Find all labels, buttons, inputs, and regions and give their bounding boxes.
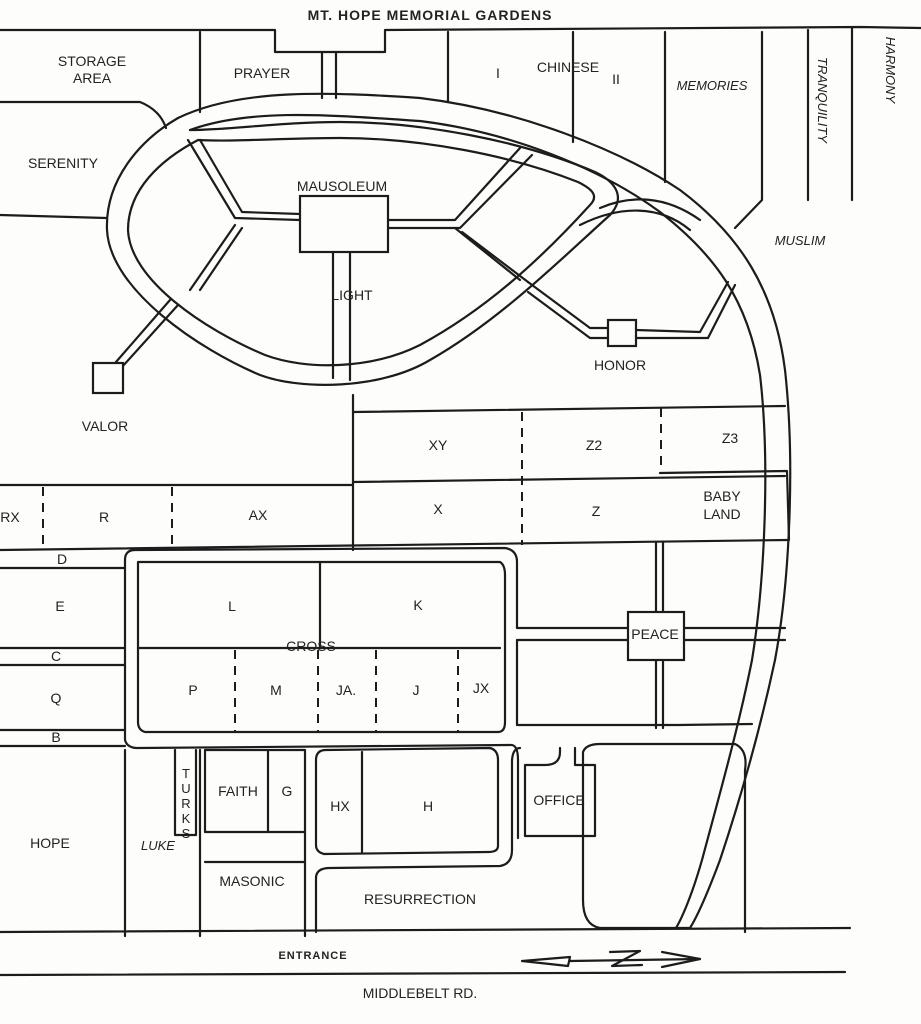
section-baby-land-line-1: BABY <box>703 488 741 504</box>
loop-road <box>105 92 792 930</box>
section-ja: JA. <box>336 682 356 698</box>
entrance-label: ENTRANCE <box>278 950 347 962</box>
map-title: MT. HOPE MEMORIAL GARDENS <box>308 7 553 23</box>
section-memories: MEMORIES <box>677 78 748 93</box>
section-b: B <box>51 729 60 745</box>
section-m: M <box>270 682 282 698</box>
section-c: C <box>51 648 61 664</box>
section-faith: FAITH <box>218 783 258 799</box>
section-office: OFFICE <box>533 792 584 808</box>
boundary-lines <box>0 25 921 977</box>
section-ax: AX <box>249 507 268 523</box>
section-peace: PEACE <box>631 626 678 642</box>
section-z3: Z3 <box>722 430 739 446</box>
section-j: J <box>413 682 420 698</box>
section-d: D <box>57 551 67 567</box>
section-turks: TURKS <box>179 766 194 841</box>
section-mausoleum: MAUSOLEUM <box>297 178 387 194</box>
section-masonic: MASONIC <box>219 873 284 889</box>
section-storage-area-line-1: STORAGE <box>58 53 126 69</box>
section-luke: LUKE <box>141 838 175 853</box>
section-e: E <box>55 598 64 614</box>
section-cross: CROSS <box>286 638 336 654</box>
section-k: K <box>413 597 423 613</box>
section-serenity: SERENITY <box>28 155 99 171</box>
section-rx: RX <box>0 509 20 525</box>
top-section-dividers <box>0 26 854 230</box>
honor-monument <box>606 318 638 348</box>
section-g: G <box>282 783 293 799</box>
section-light: LIGHT <box>331 287 373 303</box>
section-q: Q <box>51 690 62 706</box>
section-muslim: MUSLIM <box>775 233 826 248</box>
section-p: P <box>188 682 197 698</box>
section-hope: HOPE <box>30 835 70 851</box>
section-resurrection: RESURRECTION <box>364 891 476 907</box>
road-label: MIDDLEBELT RD. <box>363 985 478 1001</box>
section-z: Z <box>592 503 601 519</box>
section-r: R <box>99 509 109 525</box>
mausoleum-building <box>298 194 390 254</box>
mausoleum-paths <box>114 138 737 382</box>
valor-monument <box>91 361 125 395</box>
section-hx: HX <box>330 798 350 814</box>
section-chinese-2: II <box>612 71 620 87</box>
section-chinese: CHINESE <box>537 59 599 75</box>
cross-block <box>123 540 787 840</box>
middle-grid <box>0 393 791 748</box>
section-xy: XY <box>429 437 448 453</box>
section-chinese-1: I <box>496 65 500 81</box>
section-jx: JX <box>473 680 490 696</box>
section-h: H <box>423 798 433 814</box>
section-storage-area-line-2: AREA <box>73 70 112 86</box>
peace-monument <box>626 610 686 662</box>
north-arrow-icon <box>520 949 702 969</box>
section-tranquility: TRANQUILITY <box>815 57 830 144</box>
section-prayer: PRAYER <box>234 65 291 81</box>
section-z2: Z2 <box>586 437 603 453</box>
section-l: L <box>228 598 236 614</box>
section-harmony: HARMONY <box>883 37 898 105</box>
section-valor: VALOR <box>82 418 128 434</box>
section-baby-land-line-2: LAND <box>703 506 740 522</box>
section-x: X <box>433 501 443 517</box>
section-honor: HONOR <box>594 357 646 373</box>
lower-sections <box>123 742 747 938</box>
